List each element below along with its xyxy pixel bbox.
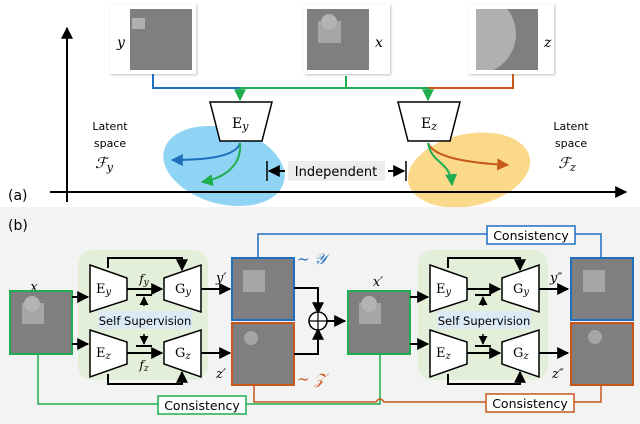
panel-b-label: (b) [8,218,28,234]
input-label-y: y [116,35,126,51]
latent-space-y-region [163,125,285,207]
encoder-Ey-1: Ey [89,263,128,314]
input-x-label: x [30,280,38,295]
connector-x-to-encoders [240,76,347,89]
svg-text:fz: fz [138,358,148,374]
input-card-z: z [468,4,554,74]
panel-b: (b) x Ey Ez Gy Gz f [0,207,640,424]
y-double-prime-label: y″ [549,271,562,286]
svg-text:Ey: Ey [232,116,249,133]
x-prime-label: x′ [373,275,383,290]
latent-arrow-z-orange [427,142,510,171]
consistency-line-y [257,233,602,258]
input-label-x: x [375,35,383,51]
reconstructed-image-x-prime [347,290,411,355]
output-image-z-prime [231,322,295,386]
svg-text:Ey: Ey [436,282,452,298]
consistency-line-z [253,385,602,403]
connector-z-to-Ez [428,74,514,89]
svg-text:Latent: Latent [553,120,589,133]
output-image-y-double-prime [570,257,634,321]
panel-a-label: (a) [8,188,28,204]
input-label-z: z [543,35,552,51]
generator-Gy-1: Gy [163,263,202,314]
svg-text:space: space [555,137,588,150]
input-card-x: x [304,4,390,74]
self-supervision-label-2: Self Supervision [438,314,530,328]
svg-text:Gy: Gy [513,282,529,298]
latent-arrow-z-green [427,142,458,187]
svg-text:Latent: Latent [92,120,128,133]
latent-space-z-region [407,132,531,208]
z-prime-label: z′ [215,367,226,382]
latent-arrow-y-blue [170,142,241,166]
svg-text:Ey: Ey [96,282,112,298]
output-image-z-double-prime [570,322,634,386]
svg-text:Gz: Gz [175,346,191,362]
connector-y-to-Ey [152,74,240,89]
svg-text:Ez: Ez [436,346,452,362]
svg-text:ℱy: ℱy [95,154,114,174]
distribution-z-label: ~ 𝒵 [297,370,329,388]
generator-Gy-2: Gy [501,263,540,314]
latent-arrow-y-green [200,142,242,187]
svg-text:space: space [94,137,127,150]
input-image-x [9,290,73,355]
output-image-y-prime [231,257,295,321]
encoder-Ez: Ez [397,101,461,142]
independent-annotation: Independent [266,161,407,181]
consistency-label-top: Consistency [493,228,569,243]
panel-a: (a) y x z [8,4,628,208]
encoder-Ez-1: Ez [89,328,128,379]
independent-label: Independent [295,165,377,180]
svg-text:Ez: Ez [421,116,437,133]
y-prime-label: y′ [215,271,226,286]
latent-label-right: Latent space ℱz [553,120,589,174]
svg-text:Ez: Ez [96,346,112,362]
self-supervision-label-1: Self Supervision [99,314,191,328]
encoder-Ez-2: Ez [429,328,468,379]
sum-operator [308,311,328,331]
distribution-y-label: ~ 𝒴 [297,250,330,268]
block-2-networks: Ey Ez Gy Gz Self Supervision [410,257,540,385]
consistency-label-bottom-right: Consistency [492,396,568,411]
encoder-Ey-2: Ey [429,263,468,314]
svg-text:Gz: Gz [513,346,529,362]
input-card-y: y [110,4,196,74]
z-double-prime-label: z″ [551,367,564,382]
block-1-networks: Ey Ez Gy Gz fy fz Self Supervision [72,257,202,385]
svg-text:Gy: Gy [175,282,191,298]
consistency-label-bottom-left: Consistency [164,398,240,413]
generator-Gz-1: Gz [163,328,202,379]
latent-label-left: Latent space ℱy [92,120,128,174]
encoder-Ey: Ey [209,101,273,142]
svg-text:ℱz: ℱz [558,154,576,174]
svg-text:fy: fy [138,272,149,288]
generator-Gz-2: Gz [501,328,540,379]
